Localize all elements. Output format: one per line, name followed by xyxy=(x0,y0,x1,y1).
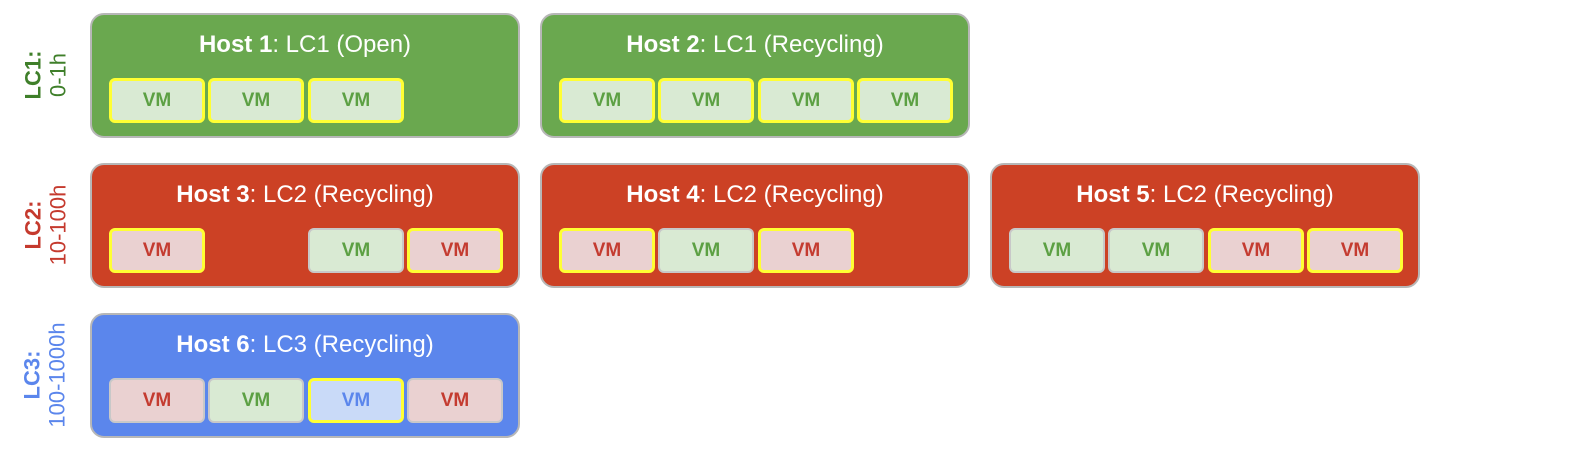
row-label-3: LC3:100-1000h xyxy=(0,300,90,450)
row-label-2: LC2:10-100h xyxy=(0,150,90,300)
lifecycle-class-range: 10-100h xyxy=(45,184,70,266)
row-label-1: LC1:0-1h xyxy=(0,0,90,150)
host-title: Host 4: LC2 (Recycling) xyxy=(542,181,968,209)
host-name: Host 5 xyxy=(1076,181,1150,208)
lifecycle-class-name: LC3: xyxy=(20,350,45,400)
host-name: Host 6 xyxy=(176,331,250,358)
host-title: Host 5: LC2 (Recycling) xyxy=(992,181,1418,209)
vm-box-green: VM xyxy=(208,378,304,423)
vm-box-red: VM xyxy=(109,228,205,273)
vm-box-green: VM xyxy=(857,78,953,123)
lifecycle-class-range: 0-1h xyxy=(44,52,70,98)
vm-box-red: VM xyxy=(109,378,205,423)
vm-box-green: VM xyxy=(658,228,754,273)
vm-box-green: VM xyxy=(758,78,854,123)
vm-box-green: VM xyxy=(208,78,304,123)
host-title: Host 6: LC3 (Recycling) xyxy=(92,331,518,359)
vm-box-red: VM xyxy=(407,228,503,273)
host-name: Host 2 xyxy=(626,31,700,58)
vm-box-green: VM xyxy=(1009,228,1105,273)
host-status: : LC2 (Recycling) xyxy=(699,181,884,208)
vm-box-green: VM xyxy=(1108,228,1204,273)
host-title: Host 2: LC1 (Recycling) xyxy=(542,31,968,59)
host-name: Host 3 xyxy=(176,181,250,208)
lifecycle-class-name: LC1: xyxy=(19,50,45,100)
vm-box-red: VM xyxy=(407,378,503,423)
host-name: Host 1 xyxy=(198,31,273,58)
vm-box-red: VM xyxy=(559,228,655,273)
host-status: : LC2 (Recycling) xyxy=(1149,181,1334,208)
vm-box-green: VM xyxy=(308,78,404,123)
vm-box-red: VM xyxy=(758,228,854,273)
vm-box-green: VM xyxy=(658,78,754,123)
vm-box-green: VM xyxy=(559,78,655,123)
host-status: : LC1 (Recycling) xyxy=(699,31,884,58)
vm-box-green: VM xyxy=(308,228,404,273)
host-title: Host 1: LC1 (Open) xyxy=(92,31,518,59)
host-status: : LC2 (Recycling) xyxy=(249,181,434,208)
vm-box-red: VM xyxy=(1208,228,1304,273)
vm-box-red: VM xyxy=(1307,228,1403,273)
host-status: : LC1 (Open) xyxy=(272,31,412,58)
lifecycle-class-name: LC2: xyxy=(20,200,45,250)
host-name: Host 4 xyxy=(626,181,700,208)
host-status: : LC3 (Recycling) xyxy=(249,331,434,358)
vm-box-green: VM xyxy=(109,78,205,123)
host-title: Host 3: LC2 (Recycling) xyxy=(92,181,518,209)
vm-box-blue: VM xyxy=(308,378,404,423)
lifecycle-class-range: 100-1000h xyxy=(45,322,70,428)
